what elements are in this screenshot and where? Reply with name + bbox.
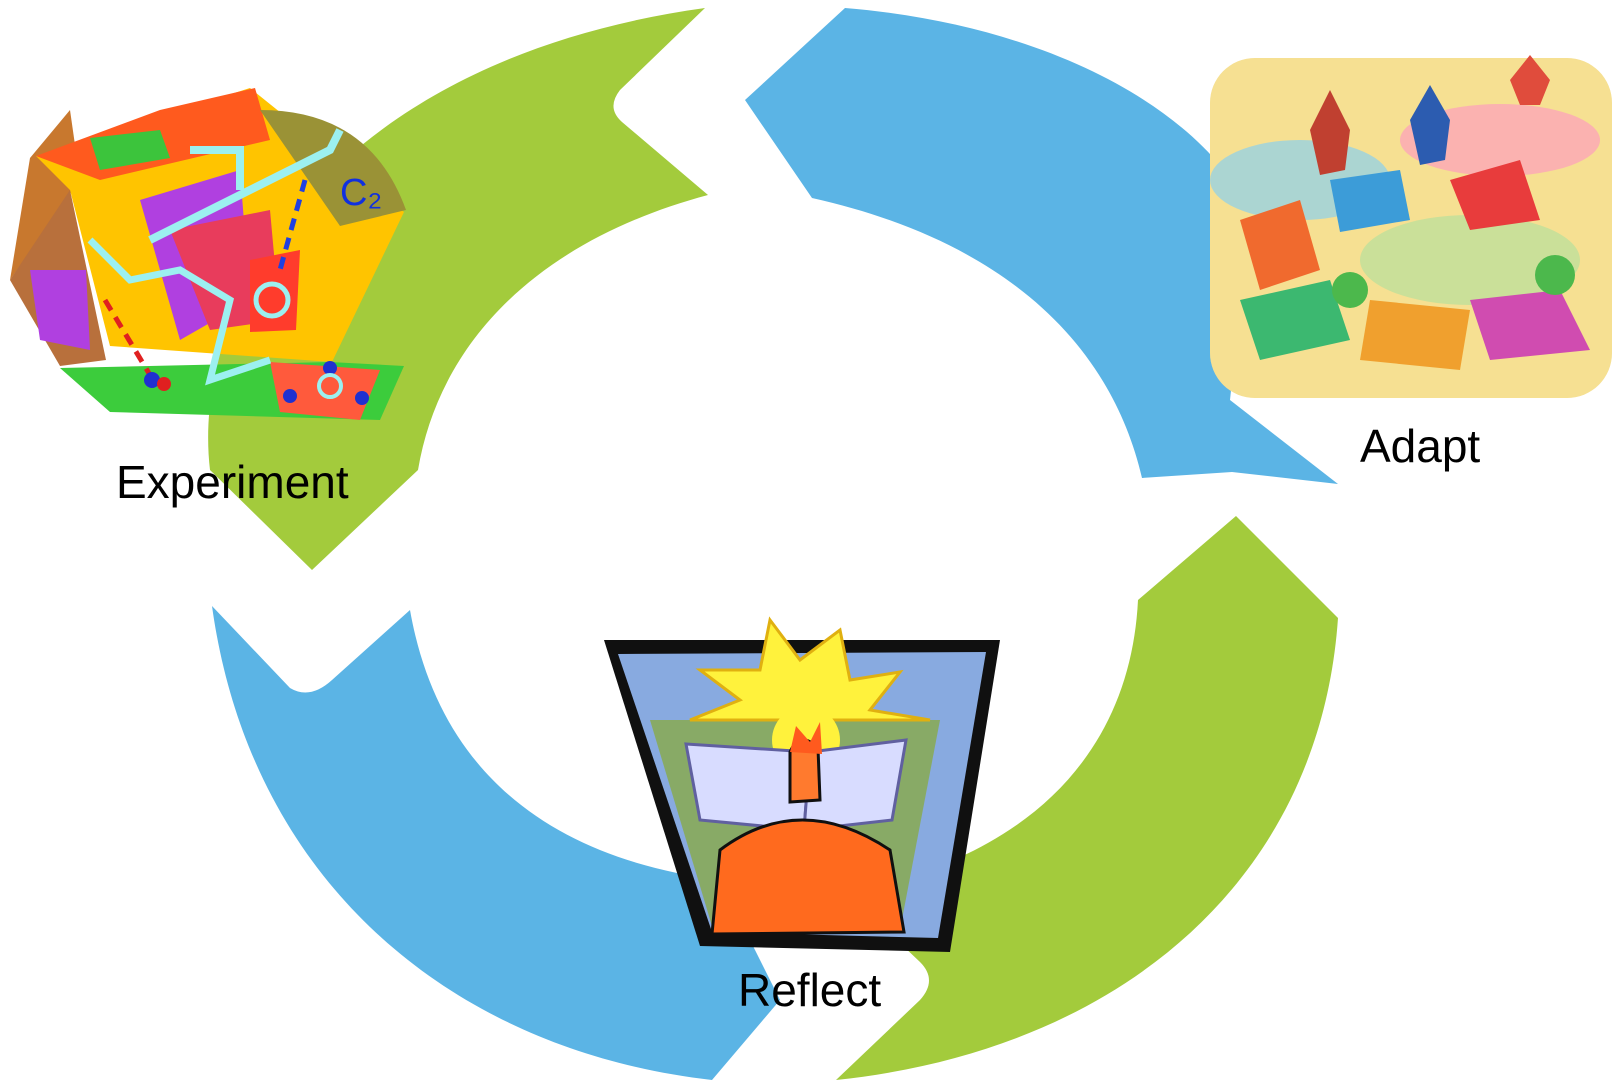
cycle-arrow-bottom-left [212, 606, 780, 1080]
cycle-arrow-top-right [745, 8, 1338, 484]
stage-label-reflect: Reflect [738, 964, 881, 1016]
svg-text:C₂: C₂ [340, 172, 382, 214]
cycle-arrow-top-left [208, 8, 708, 570]
people-flying-books-painting-icon [1210, 55, 1612, 398]
stage-label-adapt: Adapt [1360, 420, 1480, 472]
stage-label-experiment: Experiment [116, 456, 349, 508]
cycle-arrow-bottom-right [836, 516, 1338, 1080]
person-reading-book-sunrise-icon [604, 616, 1000, 952]
science-experiment-clipart-icon: C₂ [10, 88, 406, 420]
